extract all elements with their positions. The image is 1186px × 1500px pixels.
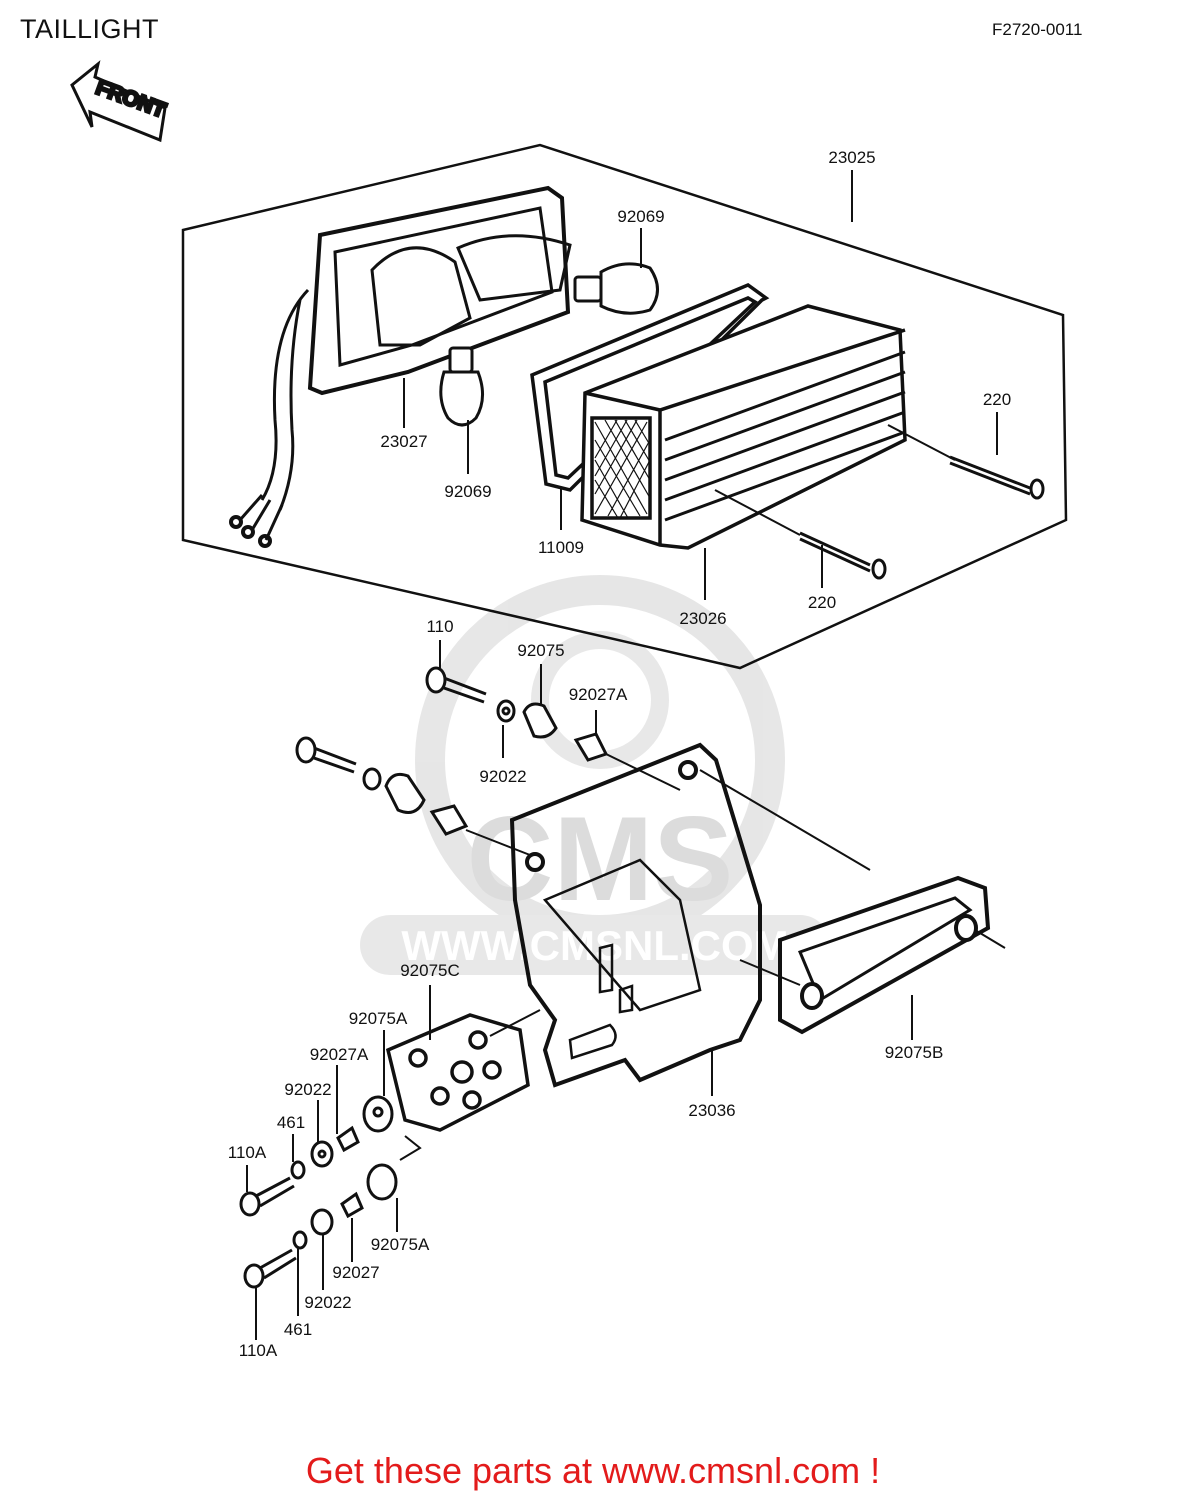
bracket-23036 (509, 742, 762, 1088)
diagram-code: F2720-0011 (992, 20, 1083, 39)
grommet-92075 (522, 702, 558, 739)
grommet-92075A-lower (366, 1163, 398, 1201)
label-92075C: 92075C (400, 961, 460, 980)
front-arrow: FRONT (70, 60, 170, 143)
part-labels: 23025 92069 220 23027 92069 11009 23026 … (228, 148, 1011, 1360)
watermark: CMS WWW.CMSNL.COM (360, 575, 830, 975)
label-220-lower: 220 (808, 593, 836, 612)
label-110A-upper: 110A (228, 1143, 267, 1162)
collar-92027A-lower (336, 1125, 360, 1153)
label-23026: 23026 (679, 609, 726, 628)
bolt-row2 (295, 736, 357, 774)
label-461-lower: 461 (284, 1320, 312, 1339)
bolt-110A-upper (239, 1176, 295, 1217)
washer-92022-mid (310, 1140, 334, 1168)
grommet-row2 (384, 772, 426, 814)
damper-plate-92075C (385, 1013, 530, 1132)
label-92075A-upper: 92075A (349, 1009, 408, 1028)
diagram-title: TAILLIGHT (20, 14, 160, 44)
label-92069-lower: 92069 (444, 482, 491, 501)
bulb-upper (573, 262, 659, 315)
label-92075: 92075 (517, 641, 564, 660)
label-92069-upper: 92069 (617, 207, 664, 226)
label-92027: 92027 (332, 1263, 379, 1282)
grommet-92075A-upper (362, 1095, 394, 1133)
label-110: 110 (426, 617, 453, 636)
bulb-lower (439, 346, 484, 427)
lens-housing (580, 304, 907, 550)
label-92027A-upper: 92027A (569, 685, 628, 704)
assembly-outline (181, 143, 1068, 670)
label-92022-lower: 92022 (304, 1293, 351, 1312)
lockwasher-461-upper (290, 1160, 306, 1180)
label-92027A-lower: 92027A (310, 1045, 369, 1064)
bolt-110A-lower (243, 1248, 297, 1289)
washer-92022-lower (310, 1208, 334, 1236)
label-92075A-lower: 92075A (371, 1235, 430, 1254)
screw-220-lower (799, 531, 887, 580)
label-92022-upper: 92022 (479, 767, 526, 786)
footer-link[interactable]: Get these parts at www.cmsnl.com ! (305, 1450, 881, 1491)
leader-lines (246, 170, 998, 1340)
collar-92027 (340, 1191, 364, 1219)
label-220-upper: 220 (983, 390, 1011, 409)
collar-row2 (429, 804, 469, 836)
watermark-logo: CMS (467, 792, 734, 926)
washer-92022-upper (496, 699, 516, 723)
label-11009: 11009 (538, 538, 584, 557)
label-461-upper: 461 (277, 1113, 305, 1132)
lamp-base (229, 185, 572, 548)
label-23027: 23027 (380, 432, 427, 451)
label-92075B: 92075B (885, 1043, 944, 1062)
screw-220-upper (949, 455, 1045, 500)
watermark-url: WWW.CMSNL.COM (401, 922, 788, 969)
washer-row2 (362, 767, 382, 791)
lockwasher-461-lower (292, 1230, 308, 1250)
label-92022-mid: 92022 (284, 1080, 331, 1099)
reflector-bracket-92075B (778, 875, 991, 1035)
bolt-110 (425, 666, 487, 704)
label-23025: 23025 (828, 148, 875, 167)
label-23036: 23036 (688, 1101, 735, 1120)
label-110A-lower: 110A (239, 1341, 278, 1360)
